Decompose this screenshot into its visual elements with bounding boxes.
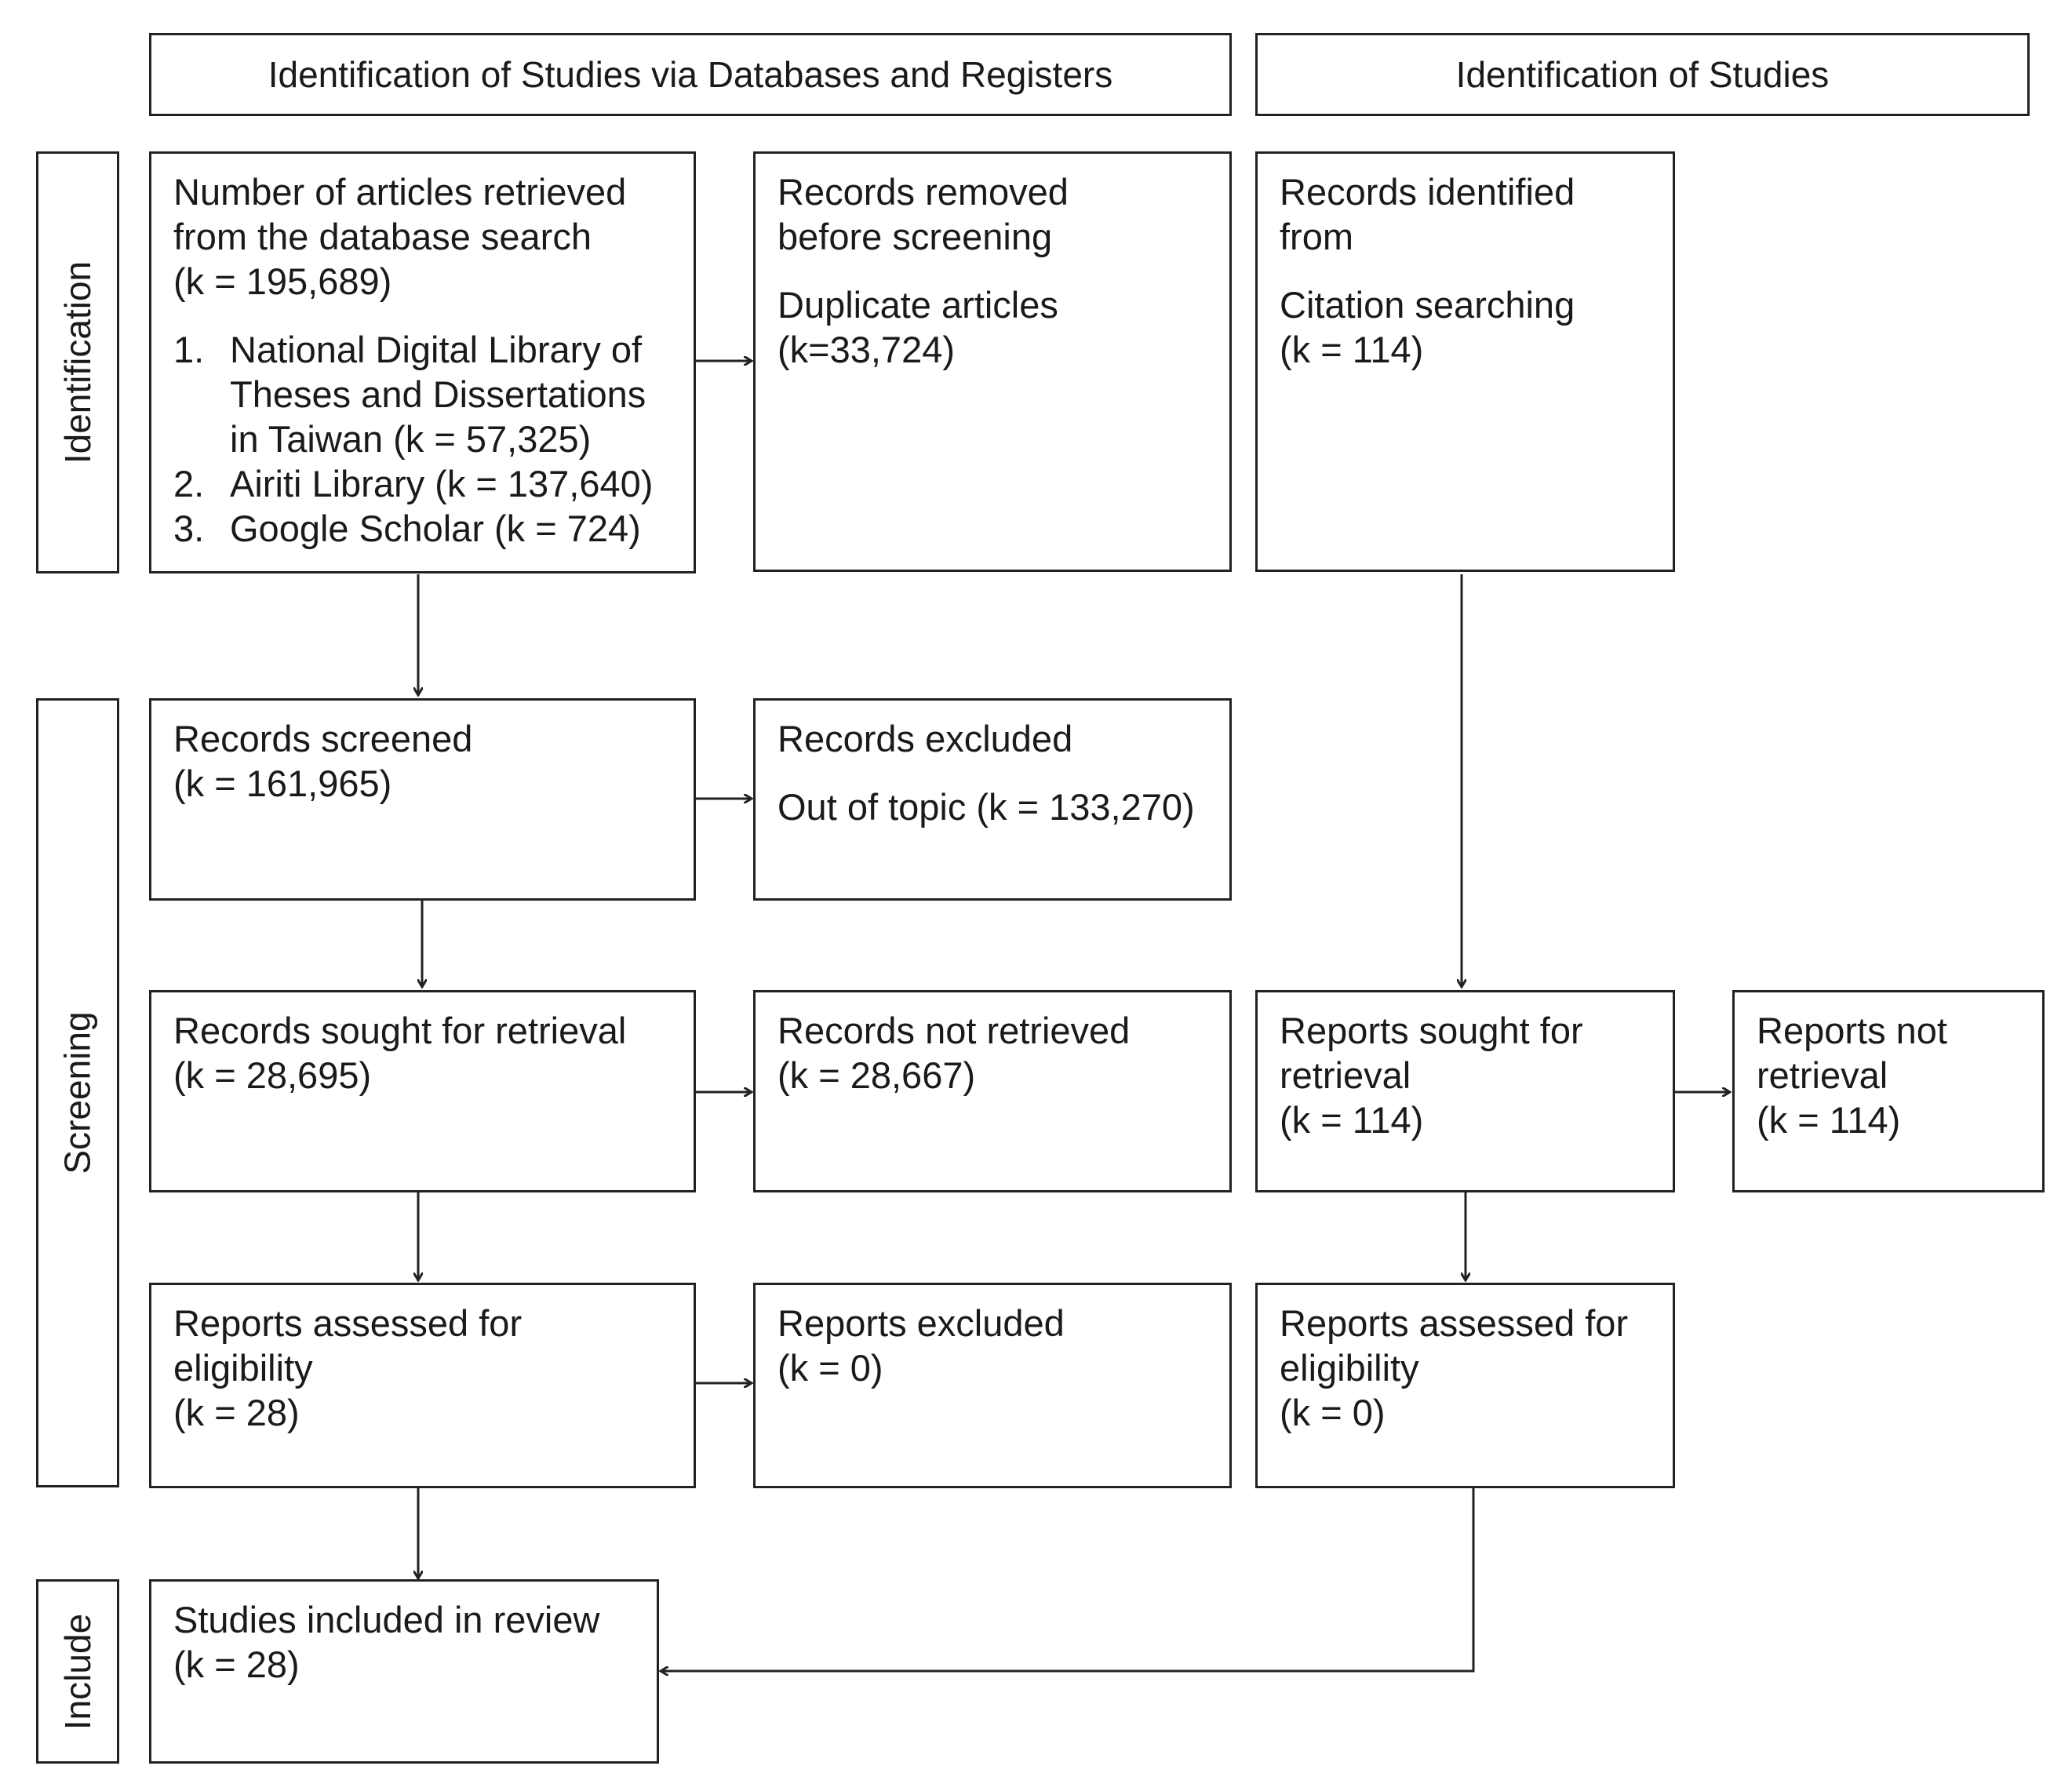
header-other-sources: Identification of Studies (1255, 33, 2030, 116)
source-line: Airiti Library (k = 137,640) (230, 463, 654, 504)
identified-heading-line: from (1280, 216, 1353, 257)
reports-not-retrieval-line: retrieval (1757, 1054, 1888, 1096)
assessed-line: eligibility (173, 1347, 313, 1389)
reports-excluded-count: (k = 0) (777, 1347, 883, 1389)
included-count: (k = 28) (173, 1644, 300, 1685)
excluded-heading: Records excluded (777, 718, 1073, 759)
box-records-identified-other: Records identified from Citation searchi… (1255, 151, 1675, 572)
reports-sought-line: Reports sought for (1280, 1010, 1583, 1051)
reports-not-retrieval-line: Reports not (1757, 1010, 1947, 1051)
screened-count: (k = 161,965) (173, 763, 392, 804)
removed-heading-line: Records removed (777, 171, 1069, 213)
source-line: National Digital Library of (230, 329, 643, 370)
not-retrieved-label: Records not retrieved (777, 1010, 1131, 1051)
reports-not-retrieval-count: (k = 114) (1757, 1099, 1901, 1141)
box-reports-sought: Reports sought for retrieval (k = 114) (1255, 990, 1675, 1192)
reports-sought-line: retrieval (1280, 1054, 1411, 1096)
stage-identification-label: Identification (57, 260, 98, 464)
arrow-assessed-other-to-included (661, 1487, 1475, 1671)
box-records-screened: Records screened (k = 161,965) (149, 698, 696, 901)
source-number: 2. (173, 463, 205, 504)
box-reports-not-retrieval: Reports not retrieval (k = 114) (1732, 990, 2045, 1192)
box-records-removed: Records removed before screening Duplica… (753, 151, 1232, 572)
stage-identification: Identification (36, 151, 119, 573)
box-records-retrieved: Number of articles retrieved from the da… (149, 151, 696, 573)
assessed-other-line: eligibility (1280, 1347, 1419, 1389)
stage-include: Include (36, 1579, 119, 1764)
identified-detail-line: Citation searching (1280, 284, 1575, 326)
removed-heading-line: before screening (777, 216, 1053, 257)
retrieved-line-1: Number of articles retrieved (173, 171, 627, 213)
source-line: in Taiwan (k = 57,325) (230, 418, 592, 460)
box-reports-excluded: Reports excluded (k = 0) (753, 1283, 1232, 1488)
identified-heading-line: Records identified (1280, 171, 1575, 213)
stage-screening-label: Screening (57, 1011, 99, 1174)
source-line: Theses and Dissertations (230, 373, 646, 415)
not-retrieved-count: (k = 28,667) (777, 1054, 976, 1096)
source-item-airiti: 2. Airiti Library (k = 137,640) (173, 461, 673, 506)
box-records-sought: Records sought for retrieval (k = 28,695… (149, 990, 696, 1192)
identified-count: (k = 114) (1280, 329, 1424, 370)
assessed-other-count: (k = 0) (1280, 1392, 1386, 1433)
source-line: Google Scholar (k = 724) (230, 508, 641, 549)
retrieved-line-2: from the database search (173, 216, 592, 257)
excluded-detail: Out of topic (k = 133,270) (777, 786, 1195, 828)
reports-excluded-label: Reports excluded (777, 1302, 1065, 1344)
removed-detail-line: Duplicate articles (777, 284, 1058, 326)
assessed-line: Reports assessed for (173, 1302, 523, 1344)
assessed-count: (k = 28) (173, 1392, 300, 1433)
assessed-other-line: Reports assessed for (1280, 1302, 1629, 1344)
sought-count: (k = 28,695) (173, 1054, 372, 1096)
removed-count: (k=33,724) (777, 329, 956, 370)
database-source-list: 1. National Digital Library of Theses an… (173, 327, 673, 551)
source-number: 1. (173, 329, 205, 370)
source-item-ndltd: 1. National Digital Library of Theses an… (173, 327, 673, 461)
box-studies-included: Studies included in review (k = 28) (149, 1579, 659, 1764)
retrieved-count: (k = 195,689) (173, 260, 392, 302)
box-records-excluded: Records excluded Out of topic (k = 133,2… (753, 698, 1232, 901)
stage-screening: Screening (36, 698, 119, 1487)
source-number: 3. (173, 508, 205, 549)
box-reports-assessed-other: Reports assessed for eligibility (k = 0) (1255, 1283, 1675, 1488)
source-item-google-scholar: 3. Google Scholar (k = 724) (173, 506, 673, 551)
box-reports-assessed: Reports assessed for eligibility (k = 28… (149, 1283, 696, 1488)
sought-label: Records sought for retrieval (173, 1010, 627, 1051)
included-label: Studies included in review (173, 1599, 600, 1640)
stage-include-label: Include (57, 1613, 98, 1730)
screened-label: Records screened (173, 718, 473, 759)
header-databases: Identification of Studies via Databases … (149, 33, 1232, 116)
box-records-not-retrieved: Records not retrieved (k = 28,667) (753, 990, 1232, 1192)
reports-sought-count: (k = 114) (1280, 1099, 1424, 1141)
